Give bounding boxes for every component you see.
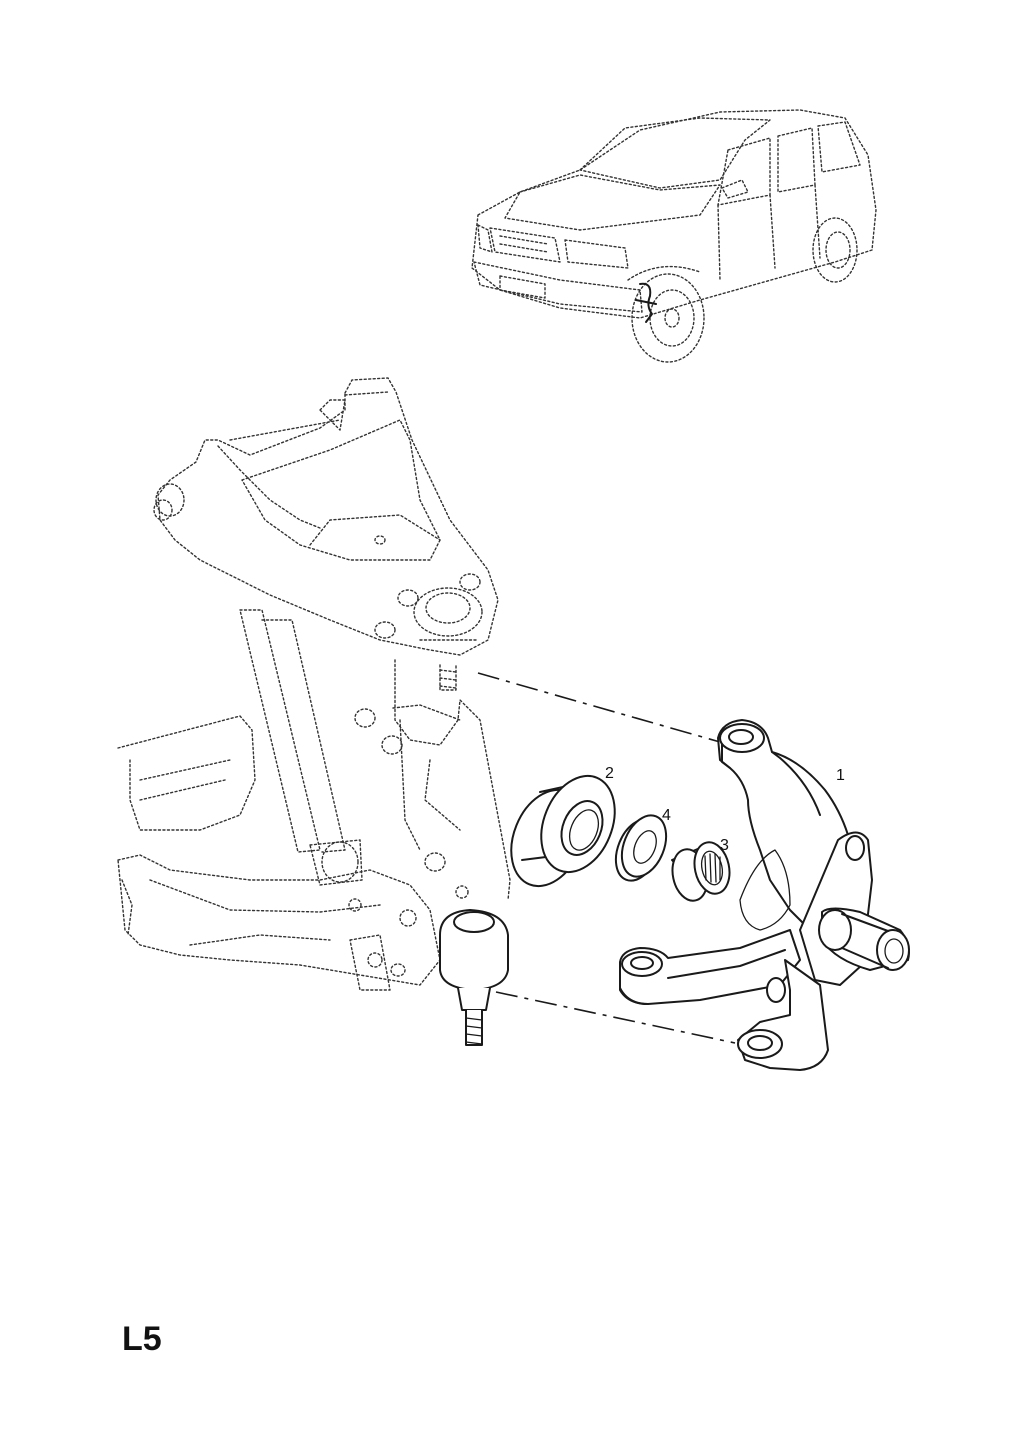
- part-2-seal: [510, 774, 616, 888]
- callout-3: 3: [720, 837, 729, 854]
- vehicle-locator: [471, 109, 877, 363]
- lower-ball-joint: [439, 909, 509, 1046]
- page-label: L5: [122, 1320, 162, 1358]
- callout-4: 4: [662, 807, 671, 824]
- part-1-steering-knuckle: [619, 719, 910, 1071]
- callout-2: 2: [605, 765, 614, 782]
- suspension-assembly: [117, 377, 511, 991]
- part-3-bearing: [671, 841, 731, 902]
- part-4-washer: [614, 814, 668, 882]
- assembly-line-lower: [495, 991, 736, 1044]
- callout-1: 1: [836, 767, 845, 784]
- assembly-line-upper: [477, 672, 721, 743]
